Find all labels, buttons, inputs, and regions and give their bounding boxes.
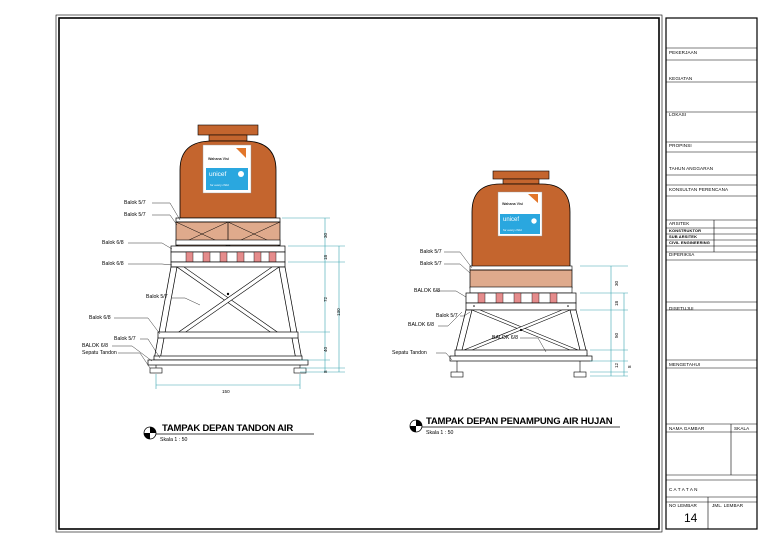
title-block-grid xyxy=(666,47,757,529)
left-label-7: Balok 5/7 xyxy=(114,336,136,342)
left-dim-18: 18 xyxy=(323,254,328,260)
section-marker-right-icon xyxy=(409,419,620,433)
left-dim-30: 30 xyxy=(323,232,328,238)
tb-konsultan: KONSULTAN PERENCANA xyxy=(669,187,729,192)
left-dim-40: 40 xyxy=(323,346,328,352)
worldvision-logo: Wahana Visi xyxy=(208,157,229,161)
left-view-title: TAMPAK DEPAN TANDON AIR xyxy=(162,423,294,434)
right-label-7: Sepatu Tandon xyxy=(392,350,427,356)
tb-jml-lembar: JML. LEMBAR xyxy=(712,503,744,508)
section-marker-left-icon xyxy=(143,426,314,440)
right-dim-8: 8 xyxy=(627,365,632,368)
left-label-8: BALOK 6/8 xyxy=(82,343,108,349)
unicef-tagline-2: for every child xyxy=(503,228,522,232)
right-dim-18: 18 xyxy=(614,300,619,306)
right-label-4: Balok 5/7 xyxy=(436,313,458,319)
right-rainwater-tank-elevation xyxy=(436,170,628,378)
tb-tahun: TAHUN ANGGARAN xyxy=(669,166,714,171)
right-dim-30: 30 xyxy=(614,280,619,286)
left-dim-72: 72 xyxy=(323,296,328,302)
right-dim-12: 12 xyxy=(614,362,619,368)
left-dim-total: 130 xyxy=(336,308,341,316)
left-water-tank-elevation xyxy=(112,124,345,389)
left-label-6: Balok 6/8 xyxy=(89,315,111,321)
left-label-2: Balok 5/7 xyxy=(124,212,146,218)
sheet-number: 14 xyxy=(684,511,698,525)
worldvision-logo-2: Wahana Visi xyxy=(502,202,523,206)
tb-mengetahui: MENGETAHUI xyxy=(669,362,701,367)
left-view-scale: Skala 1 : 50 xyxy=(160,437,188,443)
tb-propinsi: PROPINSI xyxy=(669,143,692,148)
left-dim-8: 8 xyxy=(323,370,328,373)
tb-catatan: C A T A T A N xyxy=(669,487,698,492)
right-label-3: BALOK 6/8 xyxy=(414,288,440,294)
tb-diperiksa: DIPERIKSA xyxy=(669,252,695,257)
tb-kegiatan: KEGIATAN xyxy=(669,76,693,81)
tb-civil: CIVIL ENGINEERING xyxy=(669,240,710,245)
right-view-title: TAMPAK DEPAN PENAMPUNG AIR HUJAN xyxy=(426,416,613,427)
left-label-3: Balok 6/8 xyxy=(102,240,124,246)
tb-nama-gambar: NAMA GAMBAR xyxy=(669,426,705,431)
right-label-1: Balok 5/7 xyxy=(420,249,442,255)
right-dim-50: 50 xyxy=(614,332,619,338)
left-label-9: Sepatu Tandon xyxy=(82,350,117,356)
tb-arsitek: ARSITEK xyxy=(669,221,690,226)
unicef-logo-2: unicef xyxy=(503,217,520,223)
right-view-scale: Skala 1 : 50 xyxy=(426,430,454,436)
unicef-tagline: for every child xyxy=(210,183,229,187)
tb-no-lembar: NO LEMBAR xyxy=(669,503,697,508)
tb-pekerjaan: PEKERJAAN xyxy=(669,50,698,55)
tb-skala: SKALA xyxy=(734,426,750,431)
left-label-5: Balok 5/7 xyxy=(146,294,168,300)
right-label-5: BALOK 6/8 xyxy=(408,322,434,328)
right-label-6: BALOK 6/8 xyxy=(492,335,518,341)
tb-disetujui: DISETUJUI xyxy=(669,306,694,311)
unicef-logo: unicef xyxy=(209,171,227,178)
left-label-1: Balok 5/7 xyxy=(124,200,146,206)
tb-konstruktor: KONSTRUKTOR xyxy=(669,228,702,233)
tb-lokasi: LOKASI xyxy=(669,112,687,117)
left-label-4: Balok 6/8 xyxy=(102,261,124,267)
tb-sub-arsitek: SUB ARSITEK xyxy=(669,234,698,239)
left-dim-width: 150 xyxy=(222,389,230,394)
right-label-2: Balok 5/7 xyxy=(420,261,442,267)
